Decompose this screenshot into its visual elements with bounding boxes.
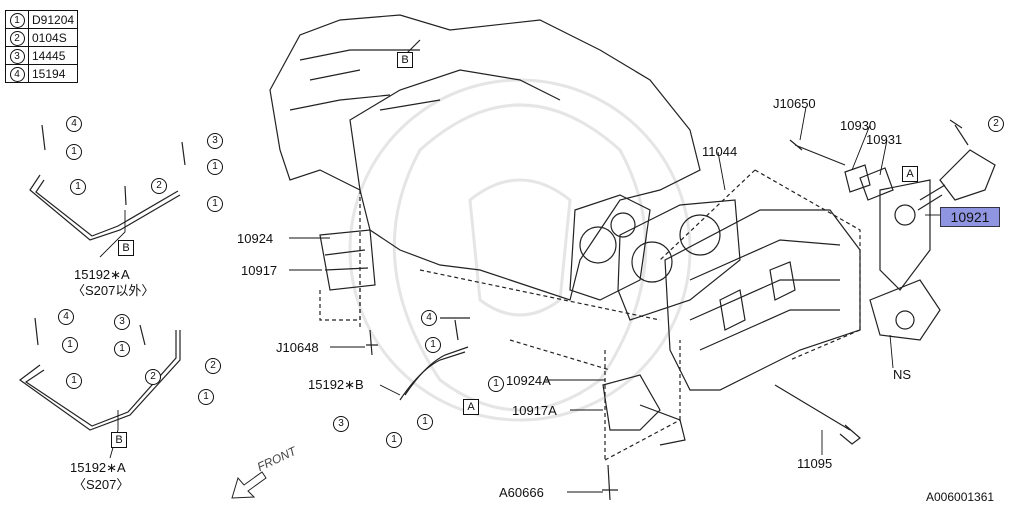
oil-pipe-15192A-1: [29, 174, 181, 241]
callout-1: 1: [417, 414, 433, 430]
part-label-10931: 10931: [866, 132, 903, 147]
callout-1: 1: [488, 376, 504, 392]
callout-1: 1: [114, 341, 130, 357]
front-arrow: [231, 471, 267, 499]
filter-10917A: [602, 374, 661, 431]
callout-2: 2: [145, 369, 161, 385]
callout-4: 4: [58, 309, 74, 325]
callout-1: 1: [66, 144, 82, 160]
variant-label-S207: 〈S207〉: [73, 477, 130, 492]
callout-1: 1: [66, 373, 82, 389]
legend-code: 15194: [27, 64, 79, 83]
part-label-A60666: A60666: [499, 485, 544, 500]
head-bolt-11095: [774, 384, 861, 445]
part-label-11044: 11044: [702, 144, 738, 159]
camshaft-housing: [879, 179, 931, 291]
ref-box-A: A: [902, 166, 918, 182]
callout-3: 3: [114, 314, 130, 330]
callout-1: 1: [198, 389, 214, 405]
part-label-J10648: J10648: [276, 340, 319, 355]
oil-control-valve: [939, 149, 996, 201]
callout-2: 2: [988, 116, 1004, 132]
callout-4: 4: [66, 116, 82, 132]
legend-num: 3: [9, 48, 25, 64]
legend-num: 1: [9, 12, 25, 28]
legend-num: 2: [9, 30, 25, 46]
ref-box-B: B: [118, 240, 134, 256]
callout-2: 2: [151, 178, 167, 194]
ref-box-B: B: [397, 52, 413, 68]
part-label-NS: NS: [893, 367, 912, 382]
callout-2: 2: [205, 358, 221, 374]
part-label-15192A-2: 15192∗A: [70, 460, 126, 475]
plate-10931: [859, 167, 894, 201]
callout-1: 1: [207, 196, 223, 212]
head-gasket-right: [617, 199, 741, 321]
part-label-J10650: J10650: [773, 96, 816, 111]
callout-4: 4: [421, 310, 437, 326]
part-label-10924: 10924: [237, 231, 274, 246]
part-label-10924A: 10924A: [506, 373, 551, 388]
oil-pipe-15192A-2: [18, 330, 181, 431]
diagram-id: A006001361: [926, 490, 995, 504]
oil-pipe-15192B: [399, 351, 466, 401]
filter-10917: [319, 229, 376, 291]
legend-code: 14445: [27, 46, 79, 65]
plate-10930: [844, 164, 871, 193]
part-label-15192B: 15192∗B: [308, 377, 364, 392]
part-label-10930: 10930: [840, 118, 877, 133]
head-gasket-left: [569, 194, 651, 301]
callout-1: 1: [62, 337, 78, 353]
legend-num: 4: [9, 66, 25, 82]
part-label-10917A: 10917A: [512, 403, 557, 418]
variant-label-not-S207: 〈S207以外〉: [72, 283, 155, 298]
leader-lines: [99, 106, 940, 493]
ref-box-B: B: [111, 432, 127, 448]
part-label-10921-highlighted[interactable]: 10921: [940, 207, 1000, 227]
callout-1: 1: [425, 337, 441, 353]
ref-box-A: A: [463, 399, 479, 415]
callout-1: 1: [70, 179, 86, 195]
part-label-10917: 10917: [241, 263, 278, 278]
part-label-11095: 11095: [797, 456, 833, 471]
cylinder-head: [664, 209, 861, 391]
engine-block: [269, 14, 701, 301]
callout-1: 1: [207, 159, 223, 175]
part-label-15192A-1: 15192∗A: [74, 267, 130, 282]
callout-3: 3: [207, 133, 223, 149]
callout-3: 3: [333, 416, 349, 432]
callout-1: 1: [386, 432, 402, 448]
